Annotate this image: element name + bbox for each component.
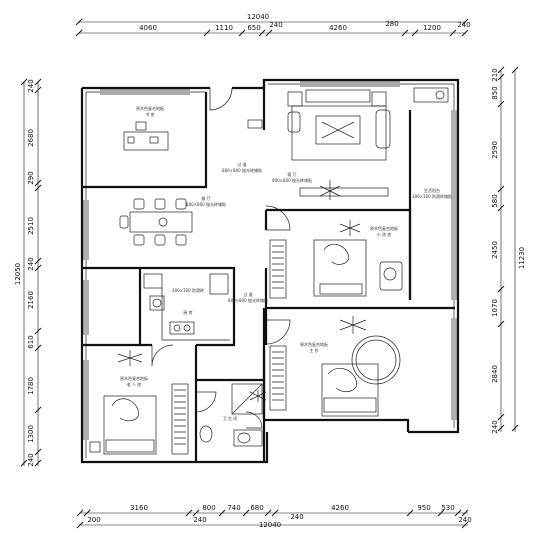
top-dim-4: 240 bbox=[269, 21, 282, 29]
bottom-dim-8: 4260 bbox=[331, 504, 349, 512]
bottom-dim-1: 200 bbox=[87, 516, 100, 524]
living-floor-label: 800×800 抛光砖铺贴 bbox=[272, 177, 312, 183]
kids-name-label: 小 孩 房 bbox=[377, 231, 392, 237]
left-dim-1: 240 bbox=[27, 79, 35, 92]
left-dim-9: 1300 bbox=[27, 425, 35, 443]
left-dim-10: 240 bbox=[27, 453, 35, 466]
study-desk bbox=[123, 121, 169, 151]
left-dim-8: 1780 bbox=[27, 377, 35, 395]
right-dim-5: 2450 bbox=[491, 241, 499, 259]
study-name-label: 书 房 bbox=[145, 111, 154, 117]
living-sofa-set bbox=[247, 87, 449, 197]
balcony-floor-label: 300×300 防滑砖铺贴 bbox=[412, 193, 452, 199]
ceiling-lights bbox=[117, 180, 367, 402]
master-floor-label: 原木色复合地板 bbox=[300, 341, 328, 347]
master-name-label: 主 卧 bbox=[309, 347, 318, 353]
top-overall-dim: 12040 bbox=[247, 13, 269, 21]
kitchen-name-label: 厨 房 bbox=[183, 309, 192, 315]
bottom-dim-2: 3160 bbox=[130, 504, 148, 512]
right-dimension-chain: 210 850 2590 580 2450 1070 2840 240 1123… bbox=[491, 66, 526, 434]
hall-floor-label: 800×800 抛光砖铺贴 bbox=[228, 297, 268, 303]
windows bbox=[83, 81, 457, 440]
top-dimension-chain: 12040 4060 1110 650 240 4260 280 1200 24… bbox=[75, 13, 471, 37]
right-ticks bbox=[497, 66, 519, 432]
top-dim-2: 1110 bbox=[215, 24, 233, 32]
left-dim-4: 2510 bbox=[27, 217, 35, 235]
exterior-walls bbox=[80, 78, 460, 464]
right-dim-2: 850 bbox=[491, 86, 499, 99]
bottom-dim-7: 240 bbox=[290, 513, 303, 521]
top-dim-3: 650 bbox=[247, 24, 260, 32]
bottom-dim-10: 530 bbox=[441, 504, 454, 512]
dining-floor-label: 800×800 抛光砖铺贴 bbox=[186, 201, 226, 207]
living-name-label: 客 厅 bbox=[287, 171, 296, 177]
left-dim-6: 2160 bbox=[27, 291, 35, 309]
left-dim-5: 240 bbox=[27, 257, 35, 270]
kids-bed bbox=[269, 239, 403, 299]
corridor-name-label: 过 道 bbox=[237, 161, 246, 167]
study-floor-label: 原木色复合地板 bbox=[136, 105, 164, 111]
guest-name-label: 老 人 房 bbox=[127, 381, 142, 387]
right-dim-1: 210 bbox=[491, 68, 499, 81]
top-dim-6: 280 bbox=[385, 20, 398, 28]
top-dim-8: 240 bbox=[457, 21, 470, 29]
bottom-dim-5: 740 bbox=[227, 504, 240, 512]
bottom-dim-11: 240 bbox=[458, 516, 471, 524]
master-bed bbox=[269, 335, 401, 417]
kitchen-floor-label: 300×300 防滑砖 bbox=[172, 287, 204, 293]
top-dim-1: 4060 bbox=[139, 24, 157, 32]
right-dim-4: 580 bbox=[491, 194, 499, 207]
left-dim-2: 2680 bbox=[27, 129, 35, 147]
bottom-dim-3: 240 bbox=[193, 516, 206, 524]
corridor-floor-label: 800×800 抛光砖铺贴 bbox=[222, 167, 262, 173]
right-dim-7: 2840 bbox=[491, 365, 499, 383]
bottom-dim-4: 800 bbox=[202, 504, 215, 512]
dining-table bbox=[119, 198, 193, 246]
guest-floor-label: 原木色复合地板 bbox=[120, 375, 148, 381]
room-labels: 原木色复合地板 书 房 餐 厅 800×800 抛光砖铺贴 过 道 800×80… bbox=[120, 105, 452, 421]
left-ticks bbox=[20, 78, 42, 467]
top-dim-5: 4260 bbox=[329, 24, 347, 32]
right-overall-dim: 11230 bbox=[518, 247, 526, 269]
bath-name-label: 卫 生 间 bbox=[223, 415, 238, 421]
bottom-ticks bbox=[76, 509, 469, 529]
right-dim-6: 1070 bbox=[491, 299, 499, 317]
bathroom-fixtures bbox=[199, 383, 263, 447]
left-dimension-chain: 12050 240 2680 290 2510 240 2160 610 178… bbox=[14, 78, 42, 467]
left-dim-3: 290 bbox=[27, 171, 35, 184]
bottom-dim-9: 950 bbox=[417, 504, 430, 512]
top-ticks bbox=[75, 29, 469, 37]
top-dim-7: 1200 bbox=[423, 24, 441, 32]
right-dim-8: 240 bbox=[491, 420, 499, 433]
interior-walls bbox=[82, 80, 455, 462]
doors bbox=[151, 87, 291, 429]
kitchen-counter bbox=[143, 273, 230, 341]
bottom-dimension-chain: 200 3160 240 800 740 680 240 4260 950 53… bbox=[76, 504, 472, 529]
dining-name-label: 餐 厅 bbox=[201, 195, 210, 201]
right-dim-3: 2590 bbox=[491, 141, 499, 159]
kids-floor-label: 原木色复合地板 bbox=[370, 225, 398, 231]
left-overall-dim: 12050 bbox=[14, 263, 22, 285]
bottom-dim-6: 680 bbox=[250, 504, 263, 512]
hall-name-label: 过 道 bbox=[243, 291, 252, 297]
bottom-overall-dim: 12040 bbox=[259, 521, 281, 529]
left-dim-7: 610 bbox=[27, 335, 35, 348]
guest-bed bbox=[89, 383, 189, 455]
balcony-name-label: 生活阳台 bbox=[424, 187, 440, 193]
